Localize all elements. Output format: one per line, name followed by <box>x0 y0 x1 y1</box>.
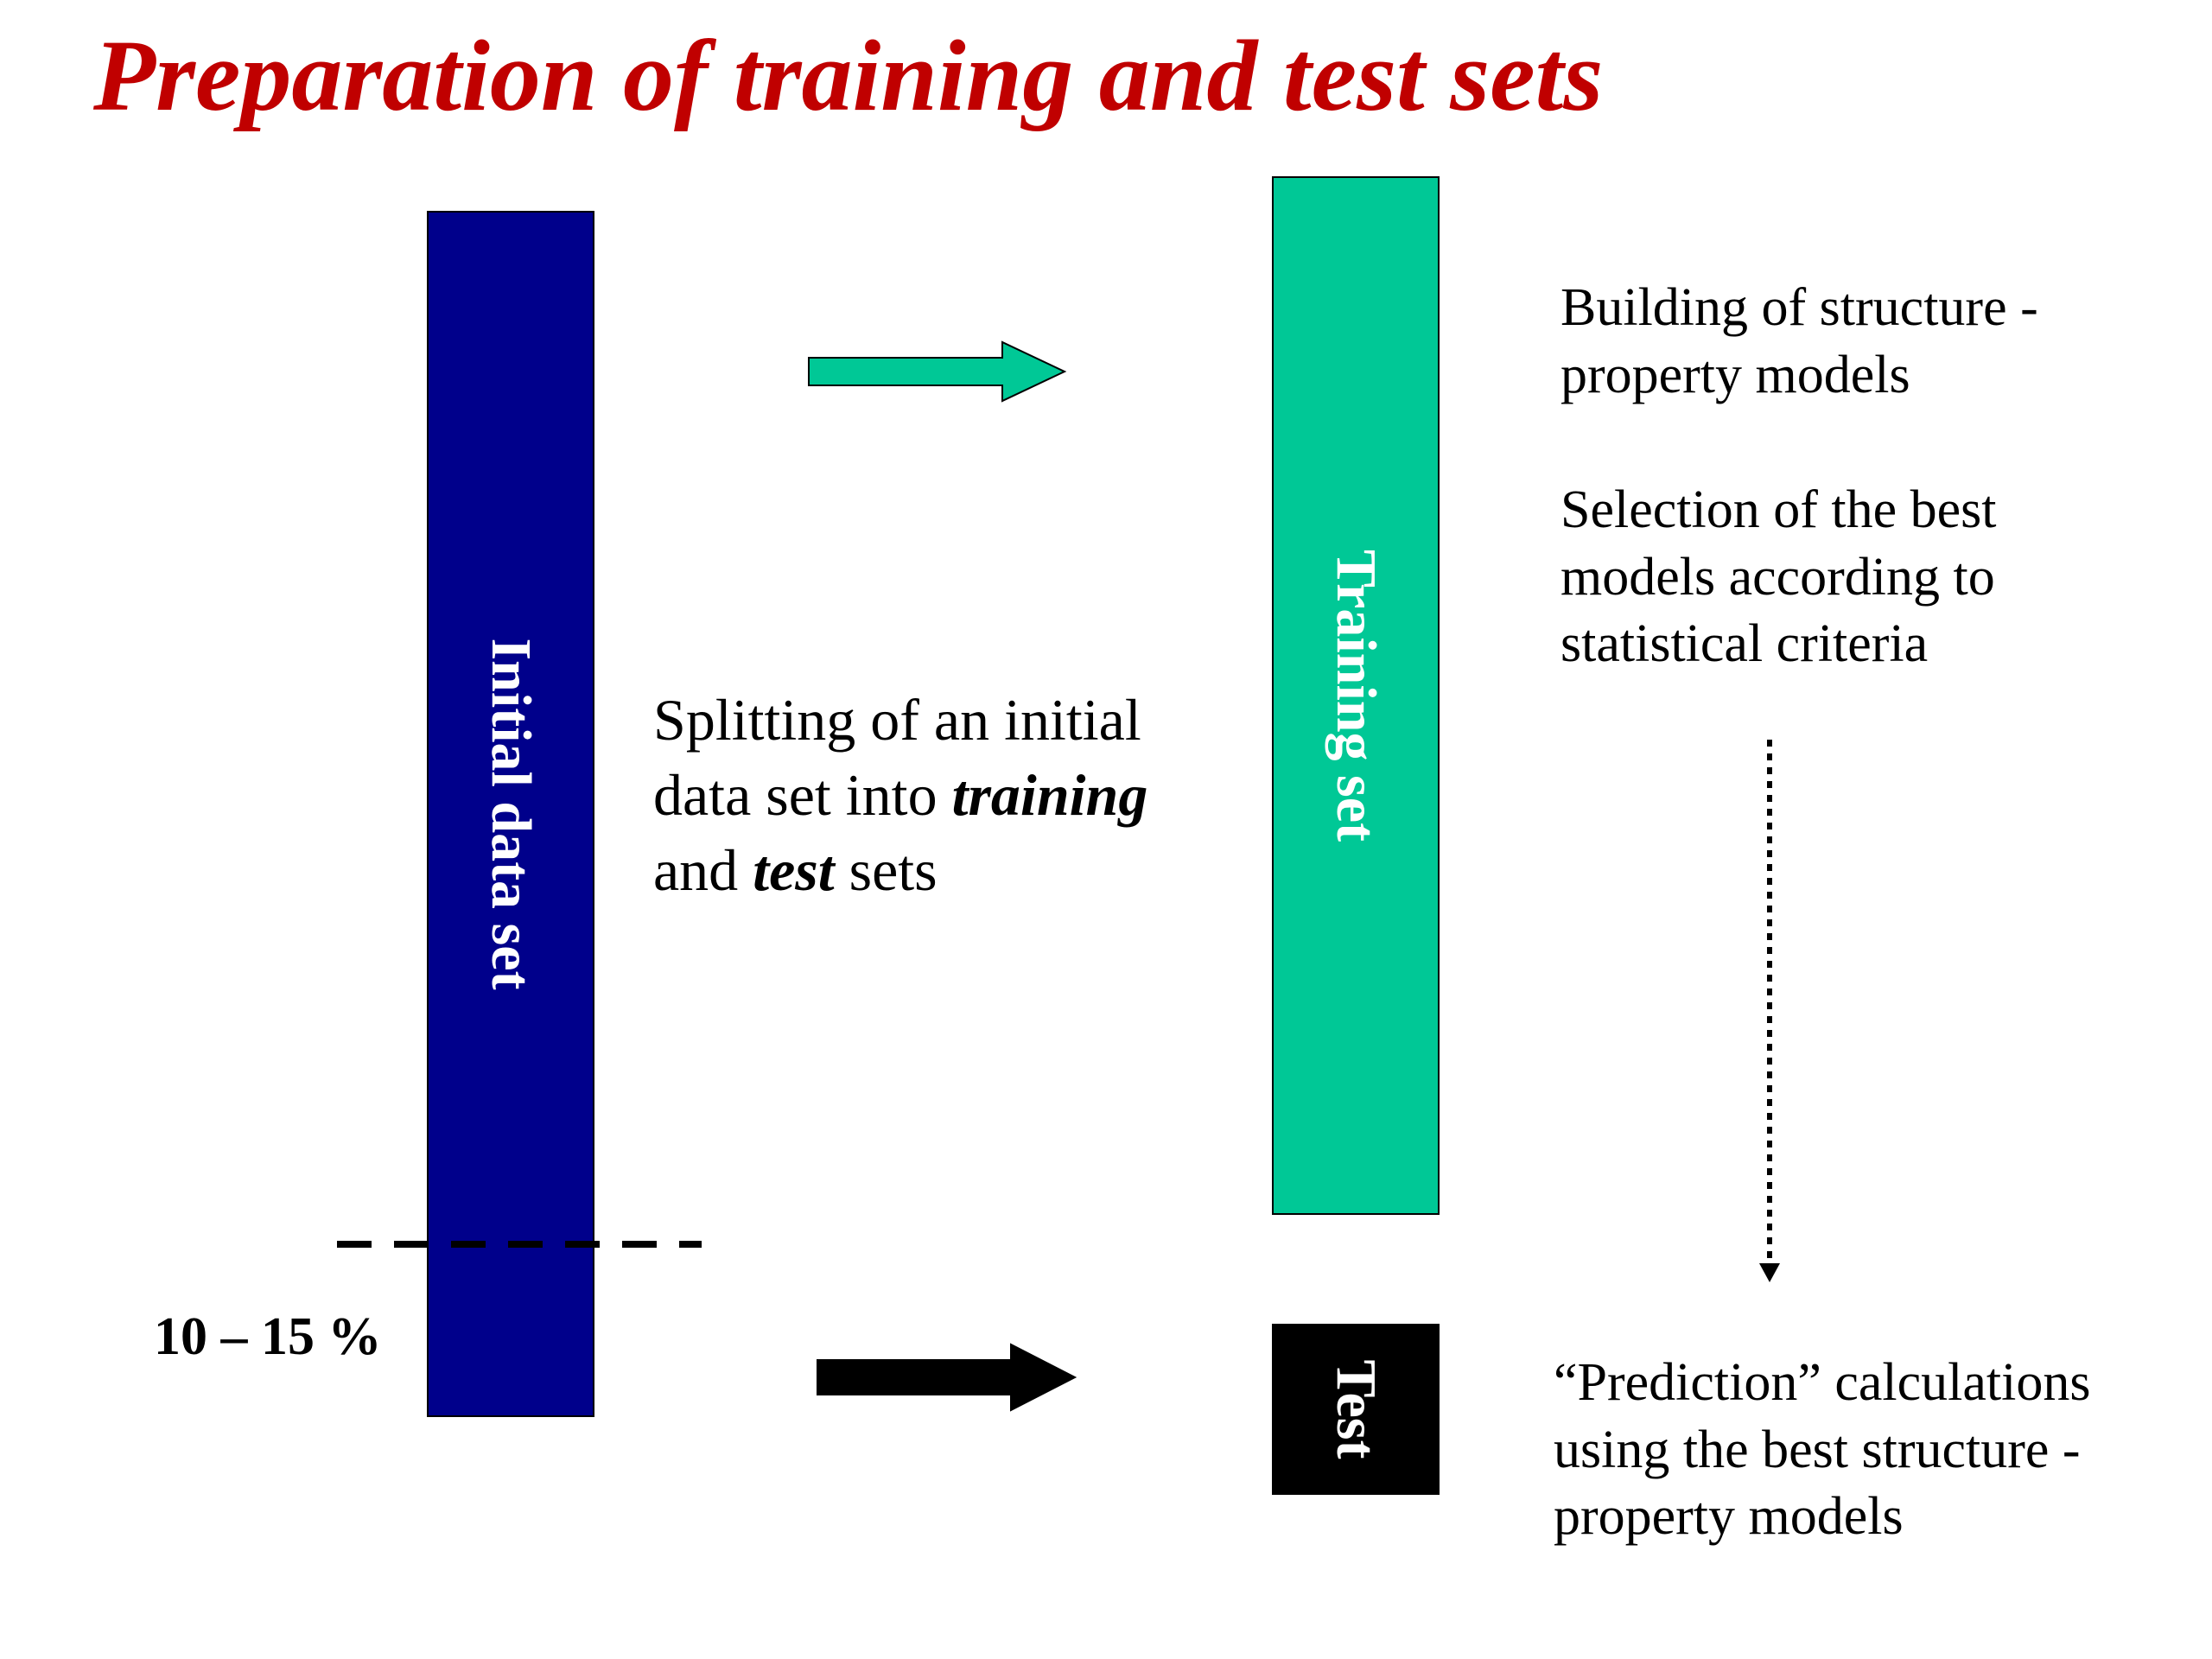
splitting-test-emphasis: test <box>753 837 835 904</box>
test-set-bar: Test <box>1272 1324 1440 1495</box>
training-set-label: Training set <box>1325 550 1388 842</box>
splitting-line-1: Splitting of an initial <box>653 687 1141 753</box>
arrow-right-icon <box>808 340 1067 403</box>
selection-line-3: statistical criteria <box>1560 614 1929 673</box>
training-set-bar: Training set <box>1272 176 1440 1215</box>
prediction-line-3: property models <box>1554 1487 1904 1546</box>
building-line-2: property models <box>1560 345 1910 404</box>
building-line-1: Building of structure - <box>1560 278 2038 337</box>
building-models-text: Building of structure - property models <box>1560 275 2038 409</box>
selection-line-1: Selection of the best <box>1560 480 1997 539</box>
prediction-line-2: using the best structure - <box>1554 1420 2081 1479</box>
splitting-line-2-text: data set into <box>653 762 952 829</box>
splitting-line-3-suffix: sets <box>834 837 938 904</box>
splitting-training-emphasis: training <box>951 762 1148 829</box>
arrow-right-icon <box>817 1343 1077 1412</box>
prediction-text: “Prediction” calculations using the best… <box>1554 1350 2090 1551</box>
arrow-down-icon <box>1759 1263 1780 1282</box>
splitting-line-3: and test sets <box>653 833 1147 908</box>
slide-title: Preparation of training and test sets <box>93 19 1604 132</box>
initial-data-set-label: Initial data set <box>480 638 543 990</box>
initial-data-set-bar: Initial data set <box>427 211 594 1417</box>
selection-models-text: Selection of the best models according t… <box>1560 477 1996 678</box>
test-set-label: Test <box>1325 1359 1388 1459</box>
splitting-description: Splitting of an initial data set into tr… <box>653 683 1147 908</box>
splitting-line-3-prefix: and <box>653 837 753 904</box>
prediction-line-1: “Prediction” calculations <box>1554 1353 2091 1412</box>
selection-line-2: models according to <box>1560 547 1995 607</box>
splitting-line-2: data set into training <box>653 758 1147 833</box>
test-percentage-label: 10 – 15 % <box>154 1307 382 1366</box>
